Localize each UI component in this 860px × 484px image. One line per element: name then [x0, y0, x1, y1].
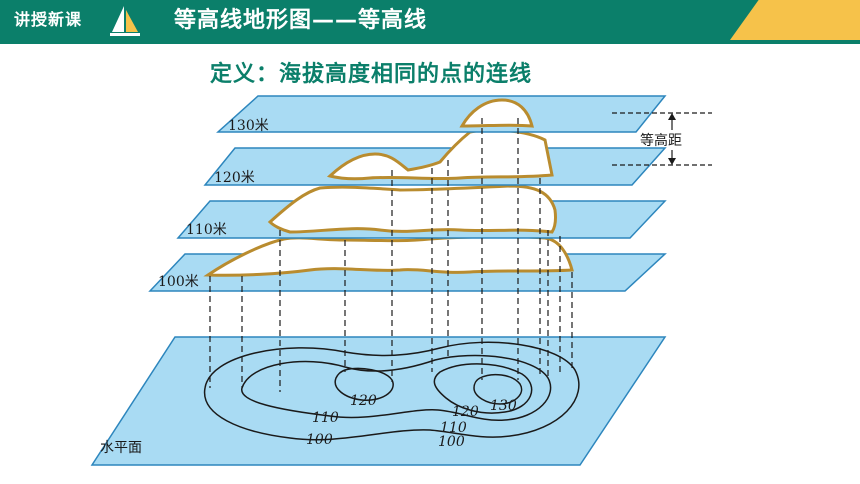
- contour-label-right-100: 100: [438, 434, 465, 450]
- interval-label: 等高距: [640, 132, 682, 149]
- contour-label-left-100: 100: [306, 432, 333, 448]
- contour-label-right-110: 110: [440, 420, 467, 436]
- base-plane-label: 水平面: [100, 440, 142, 456]
- contour-label-right-130: 130: [490, 398, 517, 414]
- contour-label-right-120: 120: [452, 404, 479, 420]
- terrain-summit: [459, 98, 534, 128]
- plane-label-100: 100米: [158, 274, 199, 290]
- section-tag: 讲授新课: [14, 10, 83, 29]
- contour-110: [241, 354, 552, 421]
- plane-label-120: 120米: [214, 170, 255, 186]
- contour-130: [473, 373, 523, 405]
- terrain-band-110: [267, 184, 558, 234]
- contour-label-left-110: 110: [312, 410, 339, 426]
- interval-bracket: [612, 112, 712, 166]
- contour-label-left-120: 120: [350, 393, 377, 409]
- contour-120-right: [433, 363, 533, 414]
- definition-text: 定义：海拔高度相同的点的连线: [210, 62, 533, 87]
- plane-label-130: 130米: [228, 118, 269, 134]
- terrain-band-120: [326, 128, 554, 181]
- plane-130: [216, 95, 667, 133]
- header-bar: [0, 0, 860, 44]
- plane-label-110: 110米: [186, 222, 227, 238]
- page-title: 等高线地形图——等高线: [174, 8, 428, 33]
- sailboat-icon: [110, 6, 140, 36]
- projection-lines: [209, 118, 573, 392]
- contour-120-left: [334, 367, 394, 401]
- base-plane: [90, 336, 667, 466]
